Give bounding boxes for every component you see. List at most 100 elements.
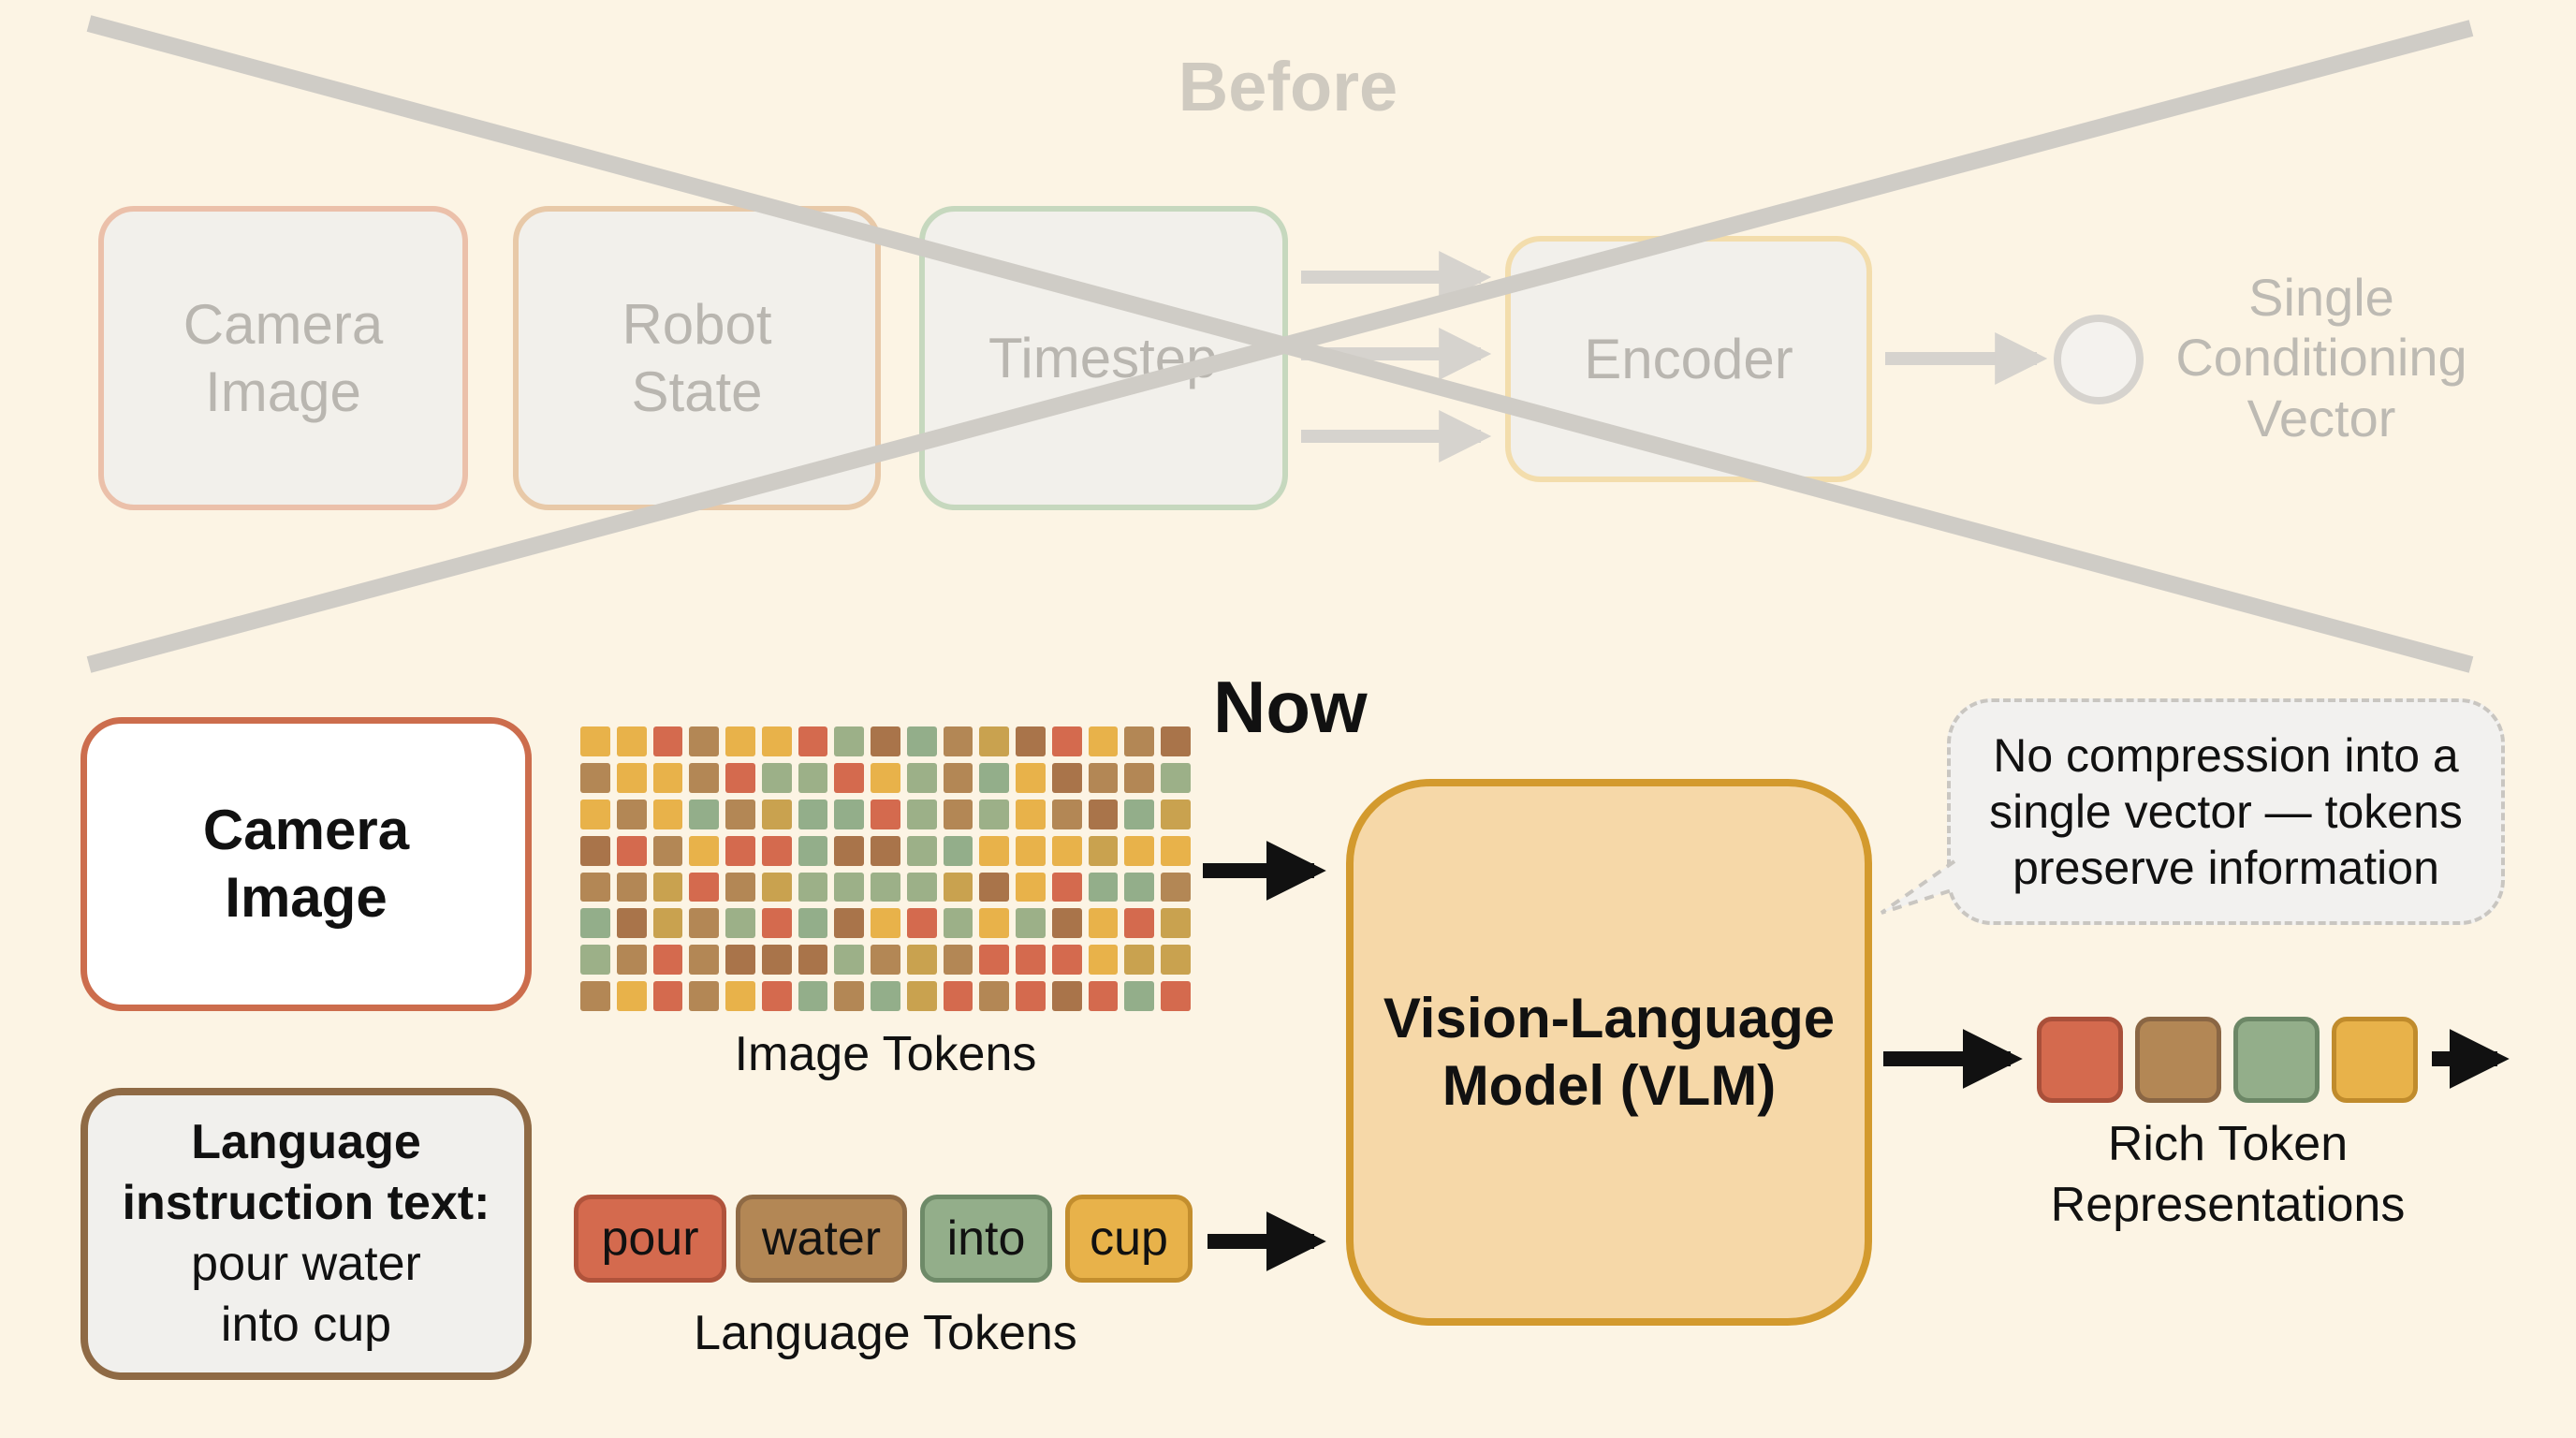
image-token-cell xyxy=(616,762,647,793)
image-token-cell xyxy=(689,762,720,793)
now-language-instruction-box: Language instruction text: pour water in… xyxy=(80,1088,532,1380)
language-token-into: into xyxy=(920,1195,1052,1283)
image-token-cell xyxy=(906,726,937,756)
image-token-cell xyxy=(1088,945,1119,976)
image-token-cell xyxy=(761,762,792,793)
image-token-cell xyxy=(1088,981,1119,1011)
image-token-cell xyxy=(1124,981,1155,1011)
image-token-grid xyxy=(580,726,1191,1011)
image-token-cell xyxy=(1016,762,1046,793)
image-token-cell xyxy=(834,945,865,976)
before-robot-state-box: Robot State xyxy=(513,206,881,510)
image-token-cell xyxy=(979,981,1010,1011)
no-compression-callout: No compression into a single vector — to… xyxy=(1947,698,2505,925)
image-token-cell xyxy=(798,981,828,1011)
rich-token-yellow xyxy=(2332,1017,2418,1103)
before-encoder-label: Encoder xyxy=(1584,327,1793,390)
image-token-cell xyxy=(761,908,792,939)
image-token-cell xyxy=(1051,981,1082,1011)
image-token-cell xyxy=(979,872,1010,902)
image-token-cell xyxy=(689,726,720,756)
image-token-cell xyxy=(761,726,792,756)
image-token-cell xyxy=(1161,908,1191,939)
image-token-cell xyxy=(761,945,792,976)
image-token-cell xyxy=(834,799,865,829)
image-token-cell xyxy=(943,799,973,829)
before-camera-image-label: Camera Image xyxy=(183,292,384,423)
image-token-cell xyxy=(725,762,755,793)
image-token-cell xyxy=(580,762,610,793)
image-token-cell xyxy=(1161,835,1191,866)
image-token-cell xyxy=(1016,981,1046,1011)
image-token-cell xyxy=(1051,945,1082,976)
now-arrows xyxy=(1203,841,2510,1271)
image-token-cell xyxy=(798,945,828,976)
image-token-cell xyxy=(761,981,792,1011)
image-token-cell xyxy=(943,872,973,902)
callout-tail xyxy=(1880,859,1956,915)
image-token-cell xyxy=(1088,908,1119,939)
image-token-cell xyxy=(616,726,647,756)
image-token-cell xyxy=(834,981,865,1011)
image-token-cell xyxy=(943,835,973,866)
rich-token-red xyxy=(2037,1017,2123,1103)
image-token-cell xyxy=(979,945,1010,976)
image-token-cell xyxy=(652,981,683,1011)
image-token-cell xyxy=(1088,799,1119,829)
image-token-cell xyxy=(871,945,900,976)
image-token-cell xyxy=(979,762,1010,793)
image-token-cell xyxy=(1016,726,1046,756)
language-token-pour: pour xyxy=(574,1195,726,1283)
image-token-cell xyxy=(689,799,720,829)
now-camera-image-box: Camera Image xyxy=(80,717,532,1011)
image-token-cell xyxy=(1051,835,1082,866)
image-token-cell xyxy=(1088,762,1119,793)
image-token-cell xyxy=(1016,945,1046,976)
image-token-cell xyxy=(1051,799,1082,829)
image-token-cell xyxy=(943,908,973,939)
before-arrows xyxy=(1301,251,2048,462)
image-token-cell xyxy=(580,908,610,939)
image-token-cell xyxy=(616,872,647,902)
image-token-cell xyxy=(1161,981,1191,1011)
image-token-cell xyxy=(1016,908,1046,939)
image-token-cell xyxy=(943,726,973,756)
image-token-cell xyxy=(652,908,683,939)
image-token-cell xyxy=(798,762,828,793)
image-token-cell xyxy=(725,981,755,1011)
image-token-cell xyxy=(906,981,937,1011)
vlm-label: Vision-Language Model (VLM) xyxy=(1383,987,1836,1117)
image-token-cell xyxy=(652,835,683,866)
image-token-cell xyxy=(689,872,720,902)
image-token-cell xyxy=(1161,799,1191,829)
image-token-cell xyxy=(1016,872,1046,902)
image-token-cell xyxy=(725,726,755,756)
image-token-cell xyxy=(580,981,610,1011)
before-robot-state-label: Robot State xyxy=(622,292,772,423)
image-token-cell xyxy=(798,835,828,866)
image-token-cell xyxy=(798,799,828,829)
before-conditioning-vector-circle xyxy=(2054,315,2144,404)
image-token-cell xyxy=(616,835,647,866)
language-tokens-label: Language Tokens xyxy=(694,1306,1077,1360)
image-token-cell xyxy=(1051,726,1082,756)
image-token-cell xyxy=(652,799,683,829)
image-token-cell xyxy=(689,981,720,1011)
image-token-cell xyxy=(979,799,1010,829)
image-token-cell xyxy=(616,945,647,976)
vlm-box: Vision-Language Model (VLM) xyxy=(1346,779,1872,1326)
image-token-cell xyxy=(871,872,900,902)
image-token-cell xyxy=(652,726,683,756)
image-token-cell xyxy=(906,835,937,866)
image-token-cell xyxy=(1124,945,1155,976)
image-token-cell xyxy=(871,726,900,756)
image-token-cell xyxy=(871,799,900,829)
image-token-cell xyxy=(1051,762,1082,793)
image-token-cell xyxy=(834,908,865,939)
image-token-cell xyxy=(1124,908,1155,939)
image-token-cell xyxy=(689,908,720,939)
language-instruction-text: pour water into cup xyxy=(191,1237,421,1352)
image-token-cell xyxy=(1051,872,1082,902)
image-token-cell xyxy=(725,945,755,976)
language-token-cup: cup xyxy=(1065,1195,1193,1283)
